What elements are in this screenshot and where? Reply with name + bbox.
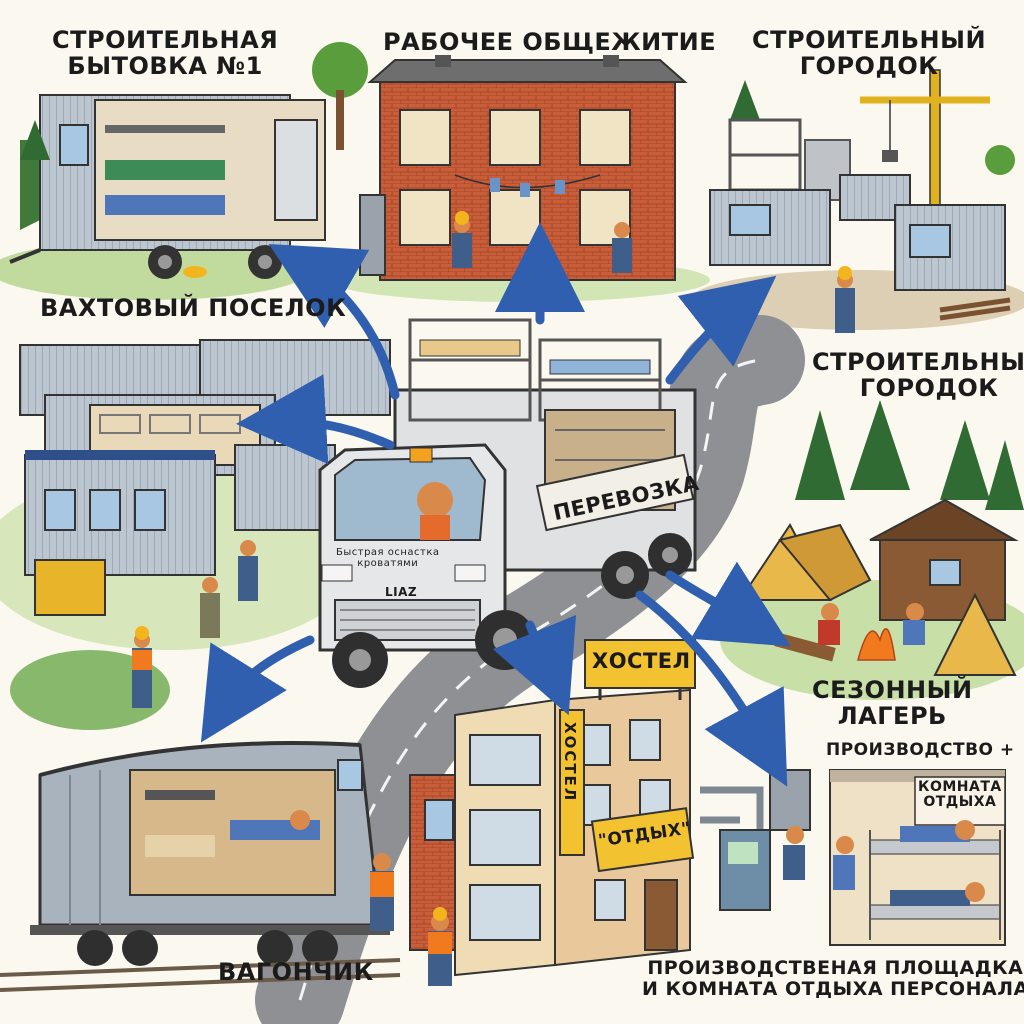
- label-ploshchadka: Производствeная площадка и комната отдых…: [642, 958, 1024, 999]
- arrow-to-wagon: [200, 635, 315, 743]
- label-komnata-line2: отдыха: [923, 794, 997, 811]
- label-ploshchadka-line2: и комната отдыха персонала: [642, 977, 1024, 1000]
- seasonal-camp: [738, 400, 1024, 676]
- construction-town-top: [709, 69, 1015, 321]
- production-rest-room: [700, 769, 1006, 946]
- label-bytovka-line1: Строительная: [52, 26, 279, 54]
- workers: [132, 211, 855, 986]
- truck-grille-logo: LIAZ: [385, 585, 418, 599]
- label-vakhtovy: Вахтовый поселок: [40, 294, 347, 322]
- label-vakhtovy-line1: Вахтовый поселок: [40, 294, 347, 322]
- label-gorodok-right-line2: городок: [859, 373, 999, 402]
- dormitory-building: [359, 55, 688, 281]
- truck-door-line2: кроватями: [357, 557, 419, 569]
- truck-door-text: Быстрая оснастка кроватями: [336, 547, 440, 570]
- truck: [318, 318, 697, 688]
- label-ploshchadka-line1: Производствeная площадка: [647, 957, 1024, 979]
- label-bytovka: Строительная бытовка №1: [52, 26, 279, 80]
- hostel-vertical-sign: Хостел: [561, 722, 580, 803]
- arrow-to-hostel: [492, 614, 577, 716]
- label-obshchezhitie: Рабочее общежитие: [383, 28, 717, 56]
- label-obshchezhitie-line1: Рабочее общежитие: [383, 28, 717, 56]
- label-komnata-line1: Комната: [918, 779, 1002, 795]
- label-lager-line1: Сезонный: [812, 676, 973, 704]
- arrow-to-settlement: [236, 374, 395, 465]
- label-gorodok-top: Строительный городок: [752, 26, 987, 80]
- arrow-to-town-top: [665, 275, 777, 385]
- arrow-to-production: [635, 590, 788, 787]
- label-vagonchik: Вагончик: [218, 958, 374, 986]
- label-gorodok-top-line1: Строительный: [752, 26, 987, 54]
- label-gorodok-right: Строительный городок: [812, 348, 1024, 402]
- road: [255, 315, 805, 1024]
- direction-arrows: [200, 222, 791, 787]
- label-gorodok-right-line1: Строительный: [812, 348, 1024, 376]
- trees-top: [20, 42, 760, 160]
- hostel-roof-sign: Хостел: [592, 649, 691, 673]
- label-lager-line2: лагерь: [837, 701, 947, 730]
- truck-door-line1: Быстрая оснастка: [336, 547, 440, 558]
- label-komnata-otdykha: Комната отдыха: [918, 779, 1002, 811]
- label-gorodok-top-line2: городок: [799, 51, 939, 80]
- label-lager: Сезонный лагерь: [812, 676, 973, 730]
- arrow-to-bytovka: [268, 244, 400, 400]
- label-bytovka-line2: бытовка №1: [67, 51, 263, 80]
- arrow-to-camp: [665, 561, 791, 647]
- rail-wagon: [0, 741, 401, 992]
- label-proizvodstvo-plus: Производство +: [826, 740, 1015, 760]
